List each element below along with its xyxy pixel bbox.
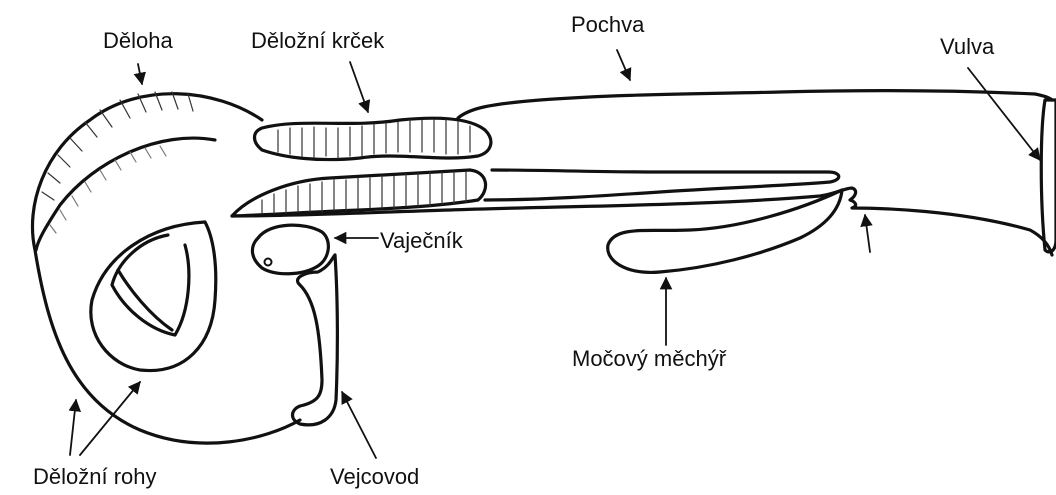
ovary-follicle xyxy=(265,259,272,266)
arrow-vejcovod xyxy=(342,392,376,458)
vagina-upper-wall xyxy=(458,91,1052,118)
ovary-outline xyxy=(252,225,328,274)
arrow-vulva xyxy=(968,68,1040,160)
vulva-outline xyxy=(1041,100,1056,252)
arrow-rohy-left xyxy=(70,400,76,455)
vagina-lower-wall xyxy=(232,188,1052,255)
label-vajecnik: Vaječník xyxy=(380,230,463,252)
label-vejcovod: Vejcovod xyxy=(330,466,419,488)
arrow-deloha xyxy=(138,64,142,84)
uterine-horn-fold xyxy=(112,235,189,335)
label-delozni-rohy: Děložní rohy xyxy=(33,466,157,488)
uterine-horn-inner xyxy=(91,222,216,371)
arrow-delozni-krcek xyxy=(350,62,368,112)
label-delozni-krcek: Děložní krček xyxy=(251,30,384,52)
oviduct xyxy=(293,255,338,425)
cervix-upper-hatching xyxy=(278,120,470,158)
label-mocovy-mechyr: Močový měchýř xyxy=(572,348,726,370)
uterus-hatching xyxy=(42,92,193,233)
vagina-floor xyxy=(485,170,839,200)
arrow-urethra xyxy=(865,215,870,252)
label-pochva: Pochva xyxy=(571,14,644,36)
label-vulva: Vulva xyxy=(940,36,994,58)
arrow-pochva xyxy=(617,50,630,80)
uterus-inner-fold xyxy=(36,138,215,250)
label-deloha: Děloha xyxy=(103,30,173,52)
cervix-lower-hatching xyxy=(262,172,466,214)
